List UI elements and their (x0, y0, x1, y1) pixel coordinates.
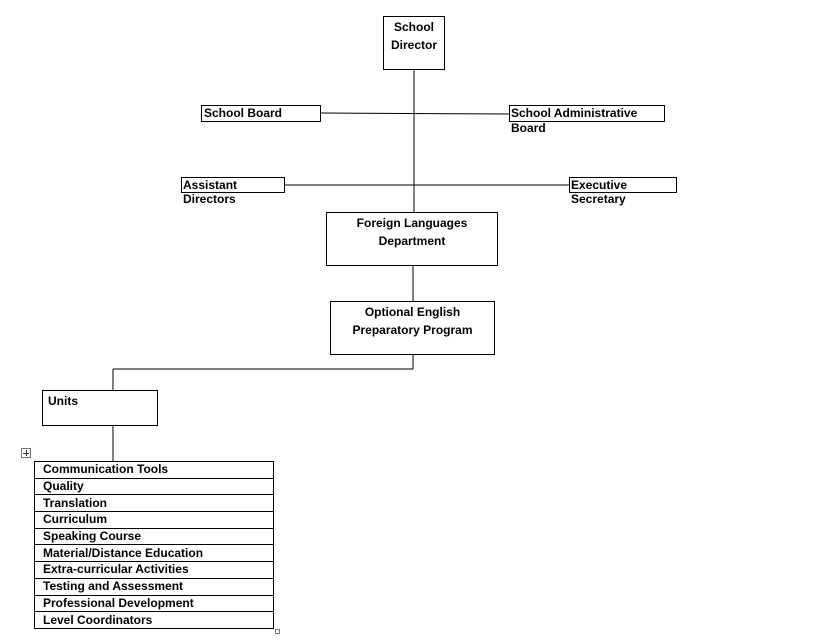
table-row: Material/Distance Education (34, 544, 274, 563)
table-row: Testing and Assessment (34, 577, 274, 596)
unit-item[interactable]: Curriculum (34, 511, 274, 529)
unit-item[interactable]: Material/Distance Education (34, 544, 274, 563)
optional-english-program-box: Optional English Preparatory Program (330, 301, 495, 355)
table-row: Translation (34, 494, 274, 513)
school-board-label: School Board (204, 106, 283, 120)
unit-item[interactable]: Testing and Assessment (34, 577, 274, 596)
assistant-directors-label: Assistant Directors (183, 178, 238, 206)
units-label: Units (48, 394, 78, 408)
foreign-languages-department-box: Foreign Languages Department (326, 212, 498, 266)
table-row: Speaking Course (34, 527, 274, 546)
table-row: Communication Tools (34, 461, 274, 479)
school-director-box: School Director (383, 16, 445, 70)
units-list-table: Communication Tools Quality Translation … (34, 461, 274, 629)
table-resize-handle-icon[interactable] (275, 629, 280, 634)
unit-item[interactable]: Quality (34, 477, 274, 496)
table-row: Curriculum (34, 511, 274, 529)
unit-item[interactable]: Extra-curricular Activities (34, 561, 274, 579)
school-board-box: School Board (201, 105, 321, 122)
table-move-handle-icon[interactable] (21, 448, 31, 458)
board-connector-line (319, 112, 511, 115)
table-row: Extra-curricular Activities (34, 561, 274, 579)
unit-item[interactable]: Level Coordinators (34, 611, 274, 629)
school-director-label-line1: School (393, 20, 434, 34)
unit-item[interactable]: Speaking Course (34, 527, 274, 546)
unit-item[interactable]: Communication Tools (34, 461, 274, 479)
table-row: Level Coordinators (34, 611, 274, 629)
foreign-languages-department-label-line1: Foreign Languages (356, 216, 468, 230)
table-row: Professional Development (34, 594, 274, 613)
school-administrative-board-label: School Administrative Board (511, 106, 638, 135)
units-box: Units (42, 390, 158, 426)
unit-item[interactable]: Translation (34, 494, 274, 513)
optional-english-program-label-line1: Optional English (364, 305, 461, 319)
table-row: Quality (34, 477, 274, 496)
school-administrative-board-box: School Administrative Board (509, 105, 665, 135)
executive-secretary-box: Executive Secretary (569, 177, 677, 206)
unit-item[interactable]: Professional Development (34, 594, 274, 613)
assistant-directors-box: Assistant Directors (181, 177, 285, 206)
school-director-label-line2: Director (390, 38, 437, 52)
optional-english-program-label-line2: Preparatory Program (352, 323, 473, 337)
foreign-languages-department-label-line2: Department (378, 234, 446, 248)
executive-secretary-label: Executive Secretary (571, 178, 628, 206)
